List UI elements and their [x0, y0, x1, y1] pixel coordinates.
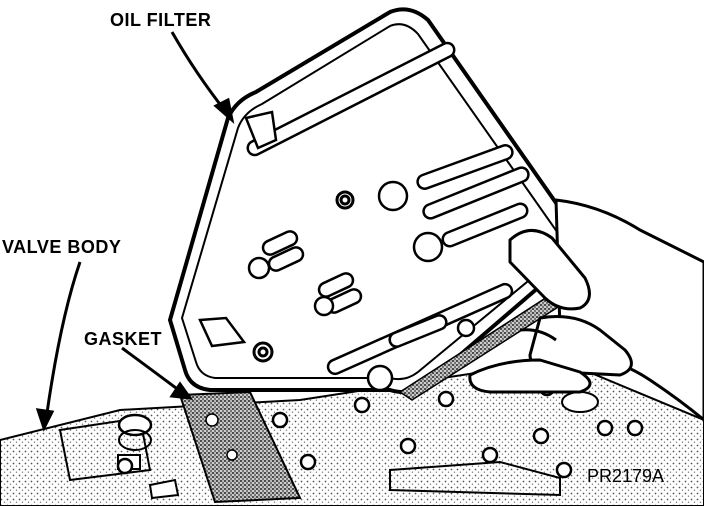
valve-body-arrowhead: [35, 408, 55, 432]
bolt: [555, 461, 573, 479]
hand: [468, 198, 704, 422]
bolt: [626, 419, 644, 437]
bolt: [116, 457, 134, 475]
gasket-arrowhead: [169, 381, 194, 400]
oil-filter-arrowhead: [213, 97, 235, 125]
bolt: [437, 390, 455, 408]
bolt: [596, 419, 614, 437]
gasket: [178, 390, 302, 504]
valve-body-label: VALVE BODY: [2, 237, 121, 257]
bolt: [299, 453, 317, 471]
oil-filter-label: OIL FILTER: [110, 10, 211, 30]
oil-filter-leader: [170, 31, 228, 113]
oil-filter: [167, 7, 581, 401]
bolt: [481, 446, 499, 464]
gasket-label: GASKET: [84, 329, 162, 349]
bolt: [271, 411, 289, 429]
leader-lines: [35, 31, 235, 432]
bolt: [399, 437, 417, 455]
gasket-leader: [121, 346, 185, 396]
figure-id: PR2179A: [587, 466, 664, 486]
bolt: [353, 396, 371, 414]
valve-body-leader: [44, 261, 82, 421]
bolt: [532, 427, 550, 445]
